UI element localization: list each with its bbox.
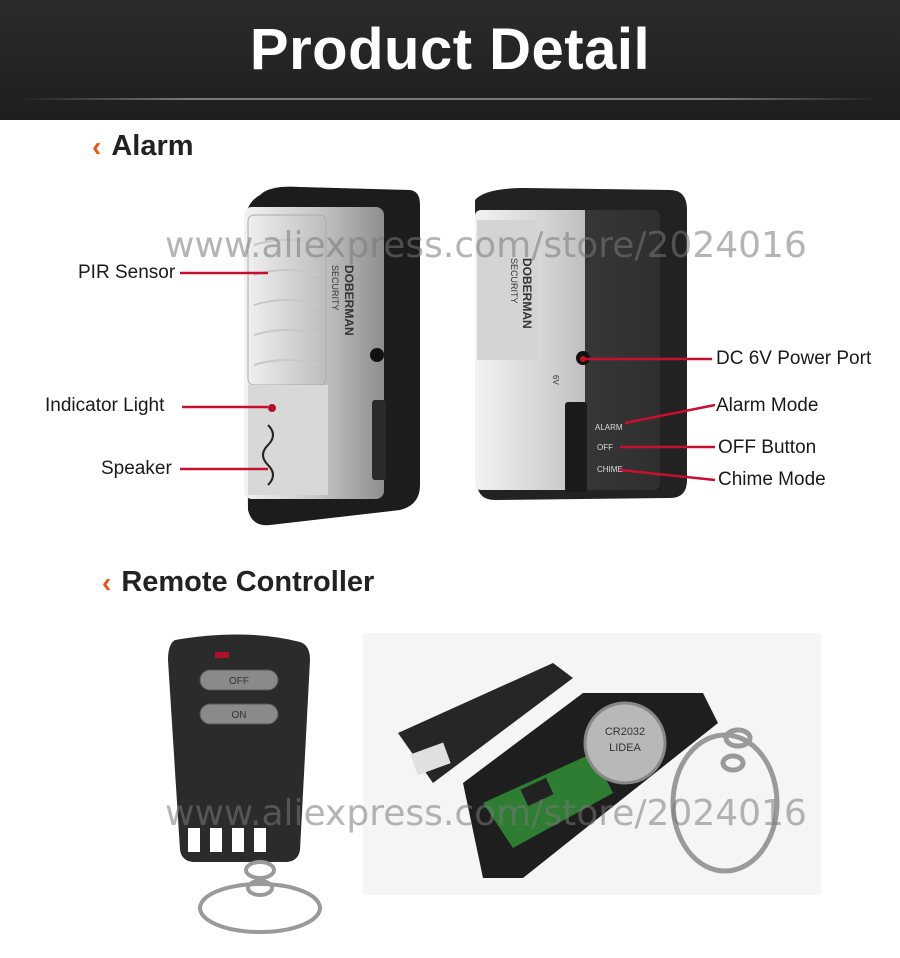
port-text: 6V	[551, 375, 560, 385]
section-title-remote: Remote Controller	[121, 566, 375, 598]
chevron-left-icon: ‹	[102, 566, 112, 598]
page-header: Product Detail	[0, 0, 900, 120]
label-indicator-light: Indicator Light	[45, 395, 165, 416]
brand-text-2: DOBERMAN	[520, 258, 534, 329]
header-divider	[20, 98, 880, 100]
label-speaker: Speaker	[101, 458, 172, 479]
chevron-left-icon: ‹	[92, 130, 102, 162]
label-off-button: OFF Button	[718, 437, 817, 458]
label-chime-mode: Chime Mode	[718, 469, 826, 490]
section-heading-alarm: ‹ Alarm	[92, 130, 194, 163]
watermark-bottom: www.aliexpress.com/store/2024016	[165, 793, 807, 834]
remote-on-text: ON	[232, 710, 247, 721]
label-alarm-mode: Alarm Mode	[716, 395, 819, 416]
watermark-top: www.aliexpress.com/store/2024016	[165, 225, 807, 266]
alarm-front-image: DOBERMAN SECURITY	[244, 186, 420, 526]
section-heading-remote: ‹ Remote Controller	[102, 566, 374, 599]
remote-front-image: OFF ON	[168, 634, 322, 934]
leader-line-chime-mode	[619, 468, 716, 482]
switch-chime-text: CHIME	[597, 465, 623, 474]
leader-line-alarm-mode	[624, 403, 716, 425]
label-dc-power-port: DC 6V Power Port	[716, 348, 872, 369]
switch-off-text: OFF	[597, 443, 613, 452]
brand-sub-text: SECURITY	[330, 265, 340, 311]
brand-sub-text-2: SECURITY	[509, 258, 519, 304]
remote-off-text: OFF	[229, 676, 249, 687]
brand-text: DOBERMAN	[342, 265, 356, 336]
leader-lines	[180, 271, 716, 482]
battery-text: CR2032	[605, 726, 645, 738]
remote-open-image: CR2032 LIDEA	[363, 633, 821, 895]
switch-alarm-text: ALARM	[595, 423, 623, 432]
page-title: Product Detail	[249, 17, 651, 82]
battery-brand-text: LIDEA	[609, 742, 641, 754]
section-title-alarm: Alarm	[111, 130, 194, 162]
label-pir-sensor: PIR Sensor	[78, 262, 176, 283]
